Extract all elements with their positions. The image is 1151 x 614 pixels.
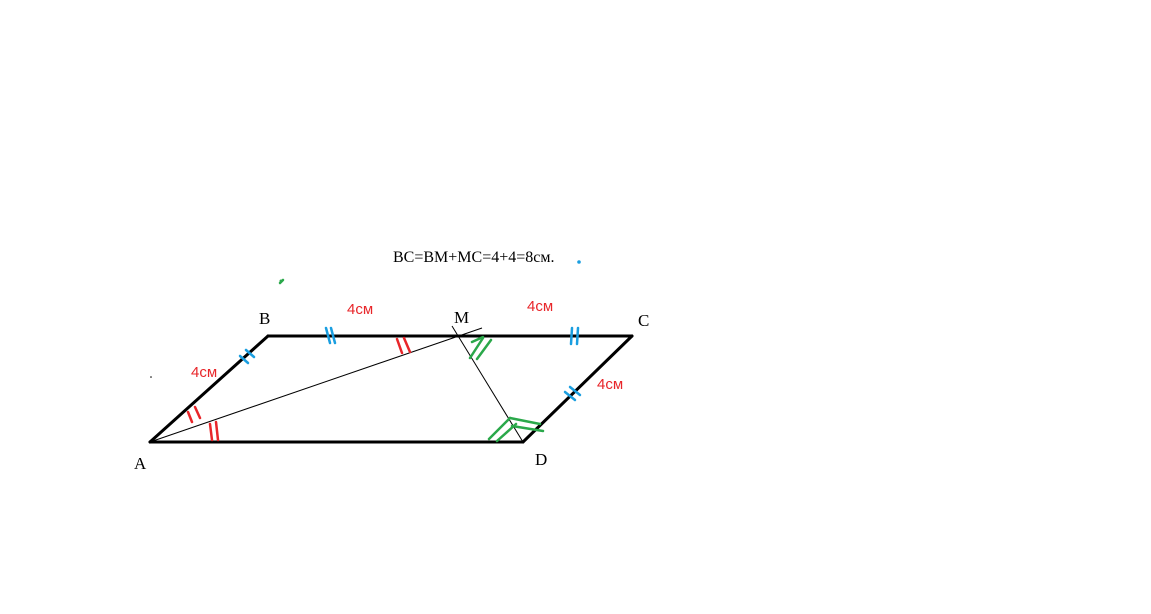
stray-dot-black [150, 376, 152, 378]
formula-text: BC=BM+MC=4+4=8см. [393, 249, 554, 266]
vertex-label-a: A [134, 454, 147, 473]
vertex-label-m: M [454, 308, 469, 327]
side-ab [148, 334, 270, 444]
vertex-label-b: B [259, 309, 270, 328]
length-label-bm: 4см [347, 301, 373, 318]
vertex-label-c: C [638, 311, 649, 330]
vertex-label-d: D [535, 450, 547, 469]
parallelogram-sides [148, 334, 634, 444]
stray-dot-green [279, 279, 283, 283]
bisectors [149, 325, 524, 443]
length-label-ab: 4см [191, 364, 217, 381]
formula-blue-dot [577, 260, 581, 264]
length-label-mc: 4см [527, 298, 553, 315]
red-angle-marks [186, 336, 412, 442]
blue-tick-marks [238, 326, 582, 402]
bisector-am [149, 327, 483, 443]
length-label-cd: 4см [597, 376, 623, 393]
green-angle-marks [278, 278, 545, 443]
bisector-dm [451, 325, 524, 443]
